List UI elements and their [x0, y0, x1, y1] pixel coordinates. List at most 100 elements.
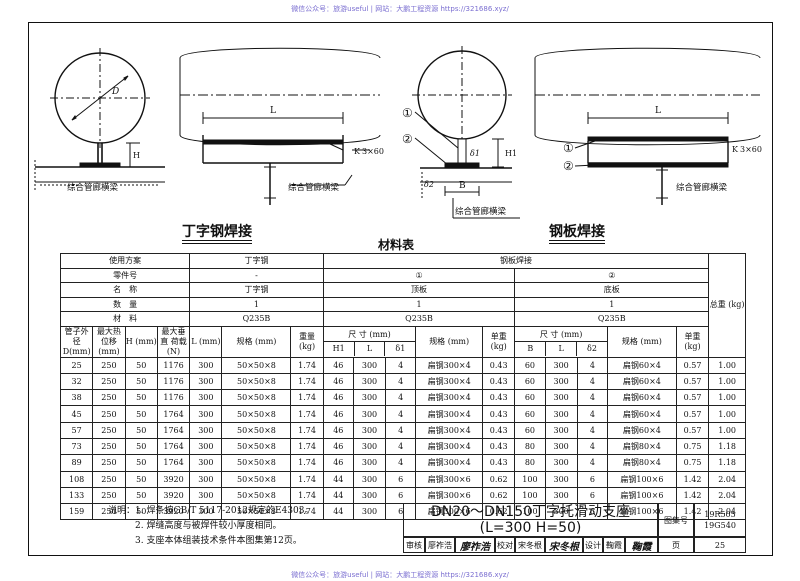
- table-cell: 扁钢60×4: [606, 405, 677, 423]
- table-cell: 300: [544, 405, 578, 423]
- table-cell: 50: [124, 486, 158, 505]
- table-cell: 0.57: [675, 421, 710, 439]
- table-cell: 60: [514, 405, 546, 423]
- table-cell: 1176: [156, 356, 191, 374]
- table-cell: 3920: [156, 486, 191, 505]
- right-pipe-elevation: [534, 47, 761, 205]
- table-cell: 4: [576, 356, 608, 374]
- table-cell: 108: [59, 470, 94, 488]
- head-max-heat: 最大热 位移(mm): [92, 325, 126, 358]
- right-beam-label-2: 综合管廊横梁: [676, 182, 728, 193]
- designer-signature: 鞠霞: [625, 537, 658, 553]
- table-cell: 60: [514, 372, 546, 391]
- right-weld-k: K: [732, 145, 739, 154]
- table-cell: 1.74: [290, 437, 324, 456]
- table-cell: 0.75: [675, 437, 710, 456]
- head-unit-w2: 单重 (kg): [675, 325, 710, 358]
- table-cell: 300: [352, 405, 387, 423]
- table-cell: 50×50×8: [221, 470, 292, 488]
- table-cell: 159: [59, 503, 94, 521]
- left-pipe-section: [34, 48, 165, 190]
- table-cell: 300: [544, 421, 578, 439]
- table-cell: 0.62: [482, 486, 516, 505]
- atlas-number: 19R505 19G540: [694, 503, 746, 537]
- table-cell: 60: [514, 421, 546, 439]
- table-cell: 6: [576, 503, 608, 521]
- cell-mat-a: Q235B: [189, 311, 324, 327]
- table-cell: 1.74: [290, 372, 324, 391]
- table-cell: 250: [92, 405, 126, 423]
- head-h1: H1: [324, 341, 355, 356]
- table-cell: 扁钢300×4: [415, 389, 484, 407]
- drawing-title-line1: DN20～DN150丁字托滑动支座: [430, 504, 631, 520]
- table-cell: 扁钢60×4: [606, 389, 677, 407]
- table-cell: 46: [322, 405, 354, 423]
- table-cell: 50×50×8: [221, 503, 292, 521]
- drawings: D H L K 3×60 综合管廊横梁 综合管廊横梁 ① ② δ1 H1 B δ…: [34, 46, 762, 219]
- table-cell: 60: [514, 356, 546, 374]
- note-3: 3. 支座本体组装技术条件本图集第12页。: [108, 534, 314, 549]
- right-dim-d1: δ1: [470, 149, 480, 158]
- table-cell: 4: [576, 437, 608, 456]
- section-title-tee-text: 丁字钢焊接: [182, 224, 252, 240]
- checker-signature: 宋冬根: [545, 537, 583, 553]
- table-cell: 1176: [156, 372, 191, 391]
- table-cell: 0.57: [675, 356, 710, 374]
- table-cell: 100: [514, 470, 546, 488]
- title-block: DN20～DN150丁字托滑动支座 (L=300 H=50) 图集号 19R50…: [403, 503, 746, 553]
- cell-total-weight: 总重 (kg): [708, 253, 746, 358]
- table-cell: 50×50×8: [221, 389, 292, 407]
- table-cell: 50: [124, 372, 158, 391]
- section-title-plate: 钢板焊接: [549, 221, 605, 244]
- table-cell: 300: [352, 421, 387, 439]
- table-cell: 50: [124, 470, 158, 488]
- cell-use-a: 丁字钢: [189, 253, 324, 269]
- section-title-plate-text: 钢板焊接: [549, 224, 605, 240]
- head-pipe-od: 管子外径 D(mm): [59, 325, 94, 358]
- table-cell: 32: [59, 372, 94, 391]
- right-dim-d2: δ2: [424, 180, 434, 189]
- table-cell: 60: [514, 389, 546, 407]
- head-size1: 尺 寸 (mm) H1 L δ1: [322, 325, 417, 358]
- table-cell: 300: [189, 470, 223, 488]
- table-cell: 2.04: [708, 486, 746, 505]
- table-cell: 1.42: [675, 503, 710, 521]
- table-cell: 扁钢300×4: [415, 372, 484, 391]
- head-spec2: 规格 (mm): [606, 325, 677, 358]
- right-weld: 3×60: [740, 145, 762, 154]
- table-cell: 80: [514, 437, 546, 456]
- table-cell: 4: [385, 405, 417, 423]
- table-cell: 300: [544, 437, 578, 456]
- head-weight: 重量 (kg): [290, 325, 324, 358]
- atlas-label: 图集号: [658, 503, 694, 537]
- table-cell: 4: [576, 372, 608, 391]
- table-cell: 50×50×8: [221, 437, 292, 456]
- table-cell: 300: [352, 470, 387, 488]
- table-cell: 300: [352, 486, 387, 505]
- head-h: H (mm): [124, 325, 158, 358]
- table-cell: 1.00: [708, 372, 746, 391]
- table-cell: 1.00: [708, 389, 746, 407]
- review-label: 审核: [403, 537, 425, 553]
- note-2-text: 2. 焊缝高度与被焊件较小厚度相同。: [135, 521, 282, 531]
- table-cell: 57: [59, 421, 94, 439]
- head-size2-label: 尺 寸 (mm): [515, 328, 607, 342]
- table-cell: 1.00: [708, 421, 746, 439]
- table-cell: 50: [124, 405, 158, 423]
- table-cell: 6: [576, 486, 608, 505]
- table-cell: 250: [92, 356, 126, 374]
- table-cell: 4: [385, 454, 417, 472]
- table-cell: 2.04: [708, 470, 746, 488]
- table-cell: 扁钢100×6: [606, 470, 677, 488]
- table-cell: 300: [352, 503, 387, 521]
- watermark-top: 微信公众号：旅游useful | 网站：大鹏工程资源 https://32168…: [291, 5, 509, 13]
- table-cell: 0.43: [482, 372, 516, 391]
- note-1-text: 1. 焊条按GB/T 5117-2012规定的E4303。: [135, 506, 314, 516]
- table-cell: 300: [544, 372, 578, 391]
- table-cell: 50×50×8: [221, 421, 292, 439]
- table-cell: 44: [322, 486, 354, 505]
- table-cell: 250: [92, 470, 126, 488]
